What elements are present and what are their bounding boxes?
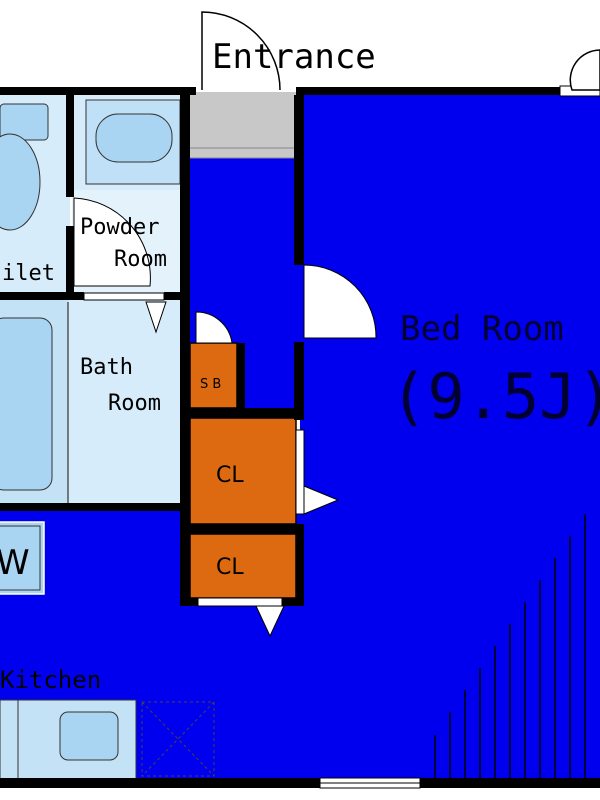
bed-room-hatching (434, 514, 586, 780)
shoe-box-door (195, 311, 233, 344)
bed-room-floor (300, 92, 600, 780)
bath-room-floor (68, 300, 184, 505)
entrance-label: Entrance (212, 37, 376, 77)
washbasin (95, 113, 173, 163)
fridge-space (141, 701, 215, 777)
bed-room-label: Bed Room (400, 309, 564, 349)
closet-upper (189, 417, 297, 525)
powder-room-label-line2: Room (114, 247, 167, 272)
toilet-bowl (0, 133, 41, 231)
bath-room-label-line2: Room (108, 391, 161, 416)
powder-room-label-line1: Powder (80, 215, 159, 240)
washer-box (0, 521, 45, 595)
bathtub (0, 317, 53, 491)
top-right-door (569, 49, 600, 91)
shoe-box-label: S B (200, 377, 221, 392)
entrance-door (201, 11, 281, 91)
washer-label: W (0, 543, 30, 583)
closet-upper-label: CL (216, 463, 244, 488)
entrance-floor (190, 92, 300, 158)
bath-door-marker (145, 301, 167, 334)
walls (0, 87, 600, 788)
bed-room-size-label: (9.5J) (390, 360, 600, 433)
kitchen-sink (59, 711, 119, 761)
toilet-label: ilet (2, 261, 55, 286)
shoe-box (189, 342, 238, 409)
closet-lower-label: CL (216, 555, 244, 580)
bath-room-label-line1: Bath (80, 355, 133, 380)
powder-room-door (73, 197, 151, 287)
bed-room-door (303, 264, 377, 339)
closet-lower (189, 533, 297, 599)
kitchen-label: Kitchen (0, 666, 101, 694)
